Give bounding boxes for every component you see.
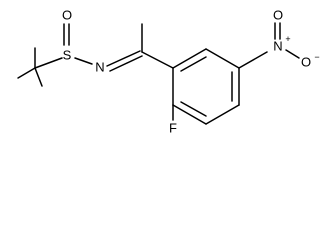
atom-nitro-oxygen-right: O xyxy=(301,55,311,70)
atom-nitro-oxygen-top: O xyxy=(273,8,283,23)
ring-bond-5 xyxy=(172,104,207,125)
bond-sulfur-nitrogen xyxy=(74,57,93,65)
chemical-structure: O S N F N + O O − xyxy=(17,8,320,136)
bond-tbutyl-methyl-bottom xyxy=(34,67,43,87)
bond-ring-nitro xyxy=(238,51,268,69)
charge-nitro-nitrogen: + xyxy=(285,34,290,44)
ring-double-3 xyxy=(180,101,207,117)
bond-imine-b xyxy=(109,55,143,72)
charge-nitro-oxygen-right: − xyxy=(314,52,319,62)
structure-canvas: O S N F N + O O − xyxy=(17,8,320,136)
bond-nitro-oxygen-right xyxy=(285,49,300,59)
bond-tbutyl-methyl-left xyxy=(17,67,36,79)
atom-sulfur: S xyxy=(63,48,72,63)
bond-imine-ring xyxy=(141,51,174,69)
atom-imine-nitrogen: N xyxy=(95,60,104,75)
ring-bond-2 xyxy=(205,48,240,69)
ring-bond-4 xyxy=(205,104,240,125)
ring-double-1 xyxy=(180,56,207,72)
atom-sulfinyl-oxygen: O xyxy=(62,8,72,23)
ring-bond-1 xyxy=(172,48,207,69)
bond-tbutyl-sulfur xyxy=(34,57,63,69)
bond-imine-a xyxy=(106,50,141,67)
atom-fluorine: F xyxy=(169,121,177,136)
atom-nitro-nitrogen: N xyxy=(273,39,282,54)
